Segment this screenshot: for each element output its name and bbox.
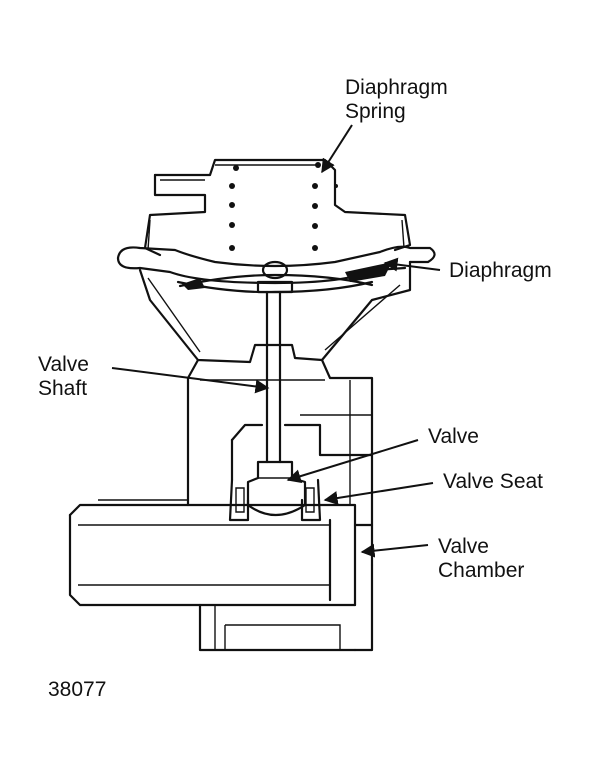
leader-diaphragm-spring	[321, 124, 353, 174]
diaphragm	[116, 245, 436, 294]
figure-number: 38077	[48, 678, 107, 701]
label-valve-chamber-line2: Chamber	[438, 559, 525, 582]
valve	[246, 460, 307, 516]
label-diaphragm: Diaphragm	[449, 259, 552, 282]
label-valve-shaft-line2: Shaft	[38, 377, 88, 400]
label-valve-seat: Valve Seat	[443, 470, 544, 493]
valve-chamber	[68, 503, 374, 652]
label-diaphragm-spring-line2: Spring	[345, 100, 406, 123]
diaphragm-housing-bottom	[138, 260, 412, 364]
leader-valve-shaft	[111, 367, 270, 394]
diaphragm-spring	[229, 162, 338, 251]
leader-valve-seat	[323, 482, 434, 505]
diaphragm-housing-top	[143, 158, 412, 257]
label-valve-shaft-line1: Valve	[38, 353, 89, 376]
valve-body	[98, 358, 374, 567]
leader-valve	[286, 439, 419, 483]
leader-valve-chamber	[360, 543, 429, 558]
label-valve: Valve	[428, 425, 479, 448]
leader-lines	[111, 124, 441, 558]
valve-shaft	[265, 290, 282, 464]
label-diaphragm-spring-line1: Diaphragm	[345, 76, 448, 99]
leader-diaphragm	[383, 257, 441, 272]
label-valve-chamber-line1: Valve	[438, 535, 489, 558]
